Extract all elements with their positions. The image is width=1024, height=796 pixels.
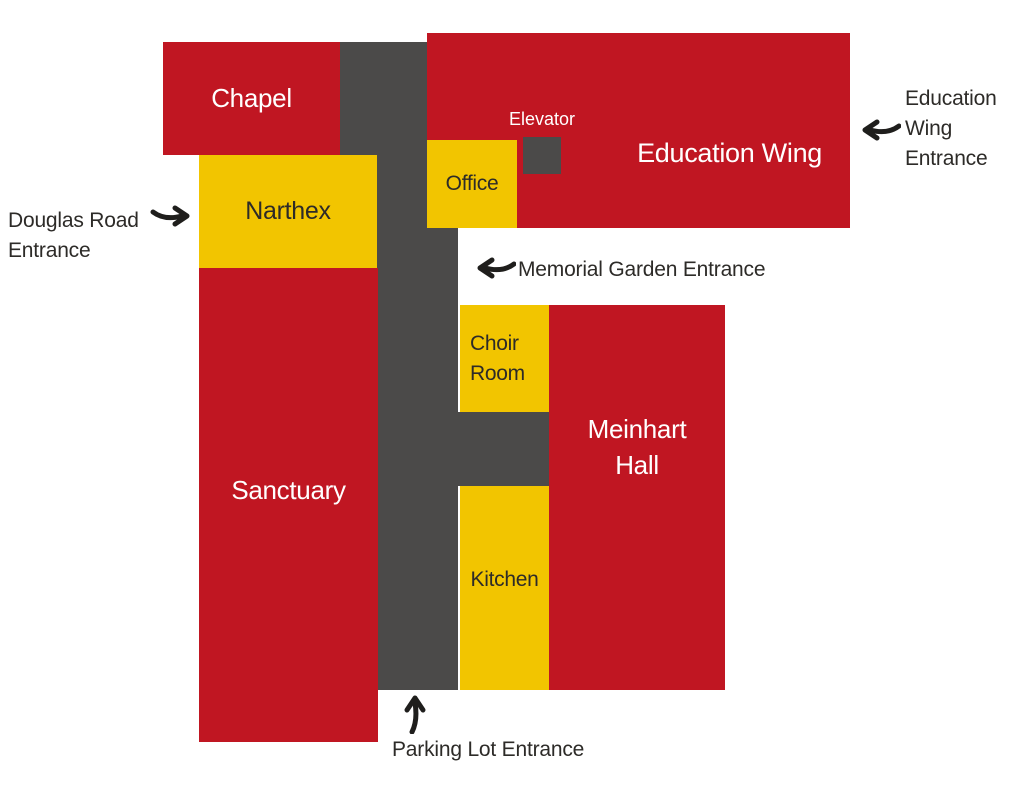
parking-lot-arrow-icon (402, 694, 428, 734)
elevator-shaft (523, 137, 561, 174)
chapel-label: Chapel (211, 83, 292, 113)
choir-room-label: Choir Room (470, 331, 525, 385)
elevator-label: Elevator (508, 109, 576, 129)
corridor-segment-main (377, 228, 458, 690)
memorial-garden-entrance-label: Memorial Garden Entrance (518, 258, 766, 281)
meinhart-hall-label: Meinhart Hall (587, 414, 687, 480)
kitchen-label: Kitchen (470, 568, 539, 591)
narthex-label: Narthex (245, 197, 331, 225)
office-label: Office (445, 172, 499, 195)
parking-lot-entrance-label: Parking Lot Entrance (392, 738, 585, 761)
memorial-garden-arrow-icon (476, 255, 516, 281)
room-chapel: Chapel (163, 42, 340, 155)
room-sanctuary: Sanctuary (199, 268, 378, 742)
education-wing-entrance-arrow-icon (861, 117, 901, 143)
sanctuary-label: Sanctuary (231, 474, 346, 505)
corridor-segment-connector (458, 412, 550, 486)
douglas-road-entrance-label: Douglas Road Entrance (8, 209, 139, 262)
room-kitchen: Kitchen (460, 486, 549, 690)
room-choir-room: Choir Room (460, 305, 549, 412)
education-wing-entrance-label: Education Wing Entrance (905, 87, 997, 170)
room-narthex: Narthex (199, 155, 377, 268)
douglas-road-arrow-icon (150, 203, 192, 229)
education-wing-label: Education Wing (637, 138, 822, 168)
room-office: Office (427, 140, 517, 228)
corridor-segment-upper (377, 155, 427, 229)
corridor-segment-top (340, 42, 427, 155)
room-meinhart-hall: Meinhart Hall (549, 305, 725, 690)
